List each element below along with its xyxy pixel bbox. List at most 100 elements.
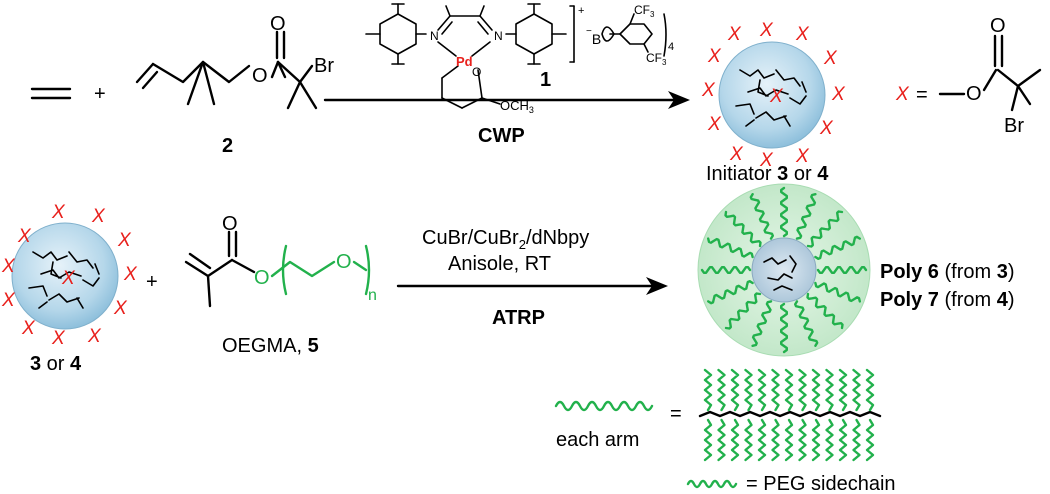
bromine-label-2: Br [314, 55, 334, 77]
x-group-bromine: Br [1004, 115, 1024, 137]
peg-sidechain [744, 418, 753, 462]
peg-sidechain-wave-legend [686, 479, 738, 489]
peg-sidechain [852, 418, 861, 462]
peg-sidechain [784, 418, 794, 462]
initiator-x-marks-top: X X X X X X X X X X X X X [701, 20, 846, 171]
star-arm [724, 292, 762, 330]
svg-text:X: X [823, 48, 838, 69]
svg-text:X: X [61, 268, 76, 289]
star-arm [814, 281, 861, 303]
peg-sidechain [730, 368, 740, 412]
svg-text:X: X [729, 144, 744, 165]
star-polymer [697, 183, 871, 357]
arm-wave-legend [554, 400, 654, 412]
star-arm [795, 193, 817, 240]
star-arm [806, 292, 844, 330]
star-arm [806, 210, 844, 248]
oegma-carbonyl-oxygen: O [222, 213, 238, 235]
catalyst-nitrogen-right: N [494, 29, 503, 43]
reaction-arrow-1 [323, 91, 690, 109]
svg-text:X: X [123, 264, 138, 285]
plus-sign-2: + [146, 271, 158, 293]
oegma-repeat-n: n [368, 287, 377, 304]
svg-text:X: X [701, 80, 716, 101]
reactant-3-or-4-label: 3 or 4 [30, 353, 82, 375]
svg-text:X: X [117, 230, 132, 251]
catalyst-methoxy: OCH3 [500, 98, 534, 115]
star-polymer-arms [700, 186, 868, 354]
counterion-count: 4 [668, 41, 674, 53]
star-arm [707, 280, 754, 305]
peg-sidechain [717, 368, 726, 412]
initiator-particle-bottom [11, 222, 119, 330]
counterion-cf3-bottom: CF3 [646, 51, 667, 67]
peg-sidechain [744, 368, 753, 412]
peg-sidechain [852, 368, 861, 412]
svg-text:X: X [769, 86, 784, 107]
star-arm [780, 186, 788, 238]
ethylene-structure [30, 87, 72, 100]
svg-text:X: X [113, 298, 128, 319]
star-arm [749, 193, 774, 240]
initiator-particle-top [718, 41, 826, 149]
svg-text:X: X [707, 46, 722, 67]
svg-text:X: X [759, 20, 774, 41]
peg-sidechain [757, 418, 767, 462]
catalyst-1-structure [365, 3, 567, 109]
svg-text:X: X [21, 318, 36, 339]
catalyst-palladium: Pd [456, 54, 473, 69]
peg-sidechain [703, 418, 713, 462]
counterion-cf3-top: CF3 [634, 3, 655, 19]
plus-sign-1: + [94, 83, 106, 105]
poly-6-label: Poly 6 (from 3) [880, 261, 1015, 283]
svg-text:X: X [759, 150, 774, 171]
svg-text:X: X [831, 84, 846, 105]
svg-text:X: X [1, 256, 16, 277]
counterion-aryl-structure [601, 13, 667, 57]
peg-sidechain [811, 418, 821, 462]
star-arm [707, 237, 754, 259]
initiator-label: Initiator 3 or 4 [706, 163, 829, 185]
peg-sidechain [771, 368, 780, 412]
svg-text:X: X [795, 146, 810, 167]
catalyst-charge: + [578, 5, 584, 17]
peg-sidechain [784, 368, 794, 412]
svg-text:X: X [51, 202, 66, 223]
peg-sidechain [811, 368, 821, 412]
star-arm [814, 235, 861, 260]
x-group-carbonyl-oxygen: O [990, 15, 1006, 37]
peg-sidechain [825, 418, 834, 462]
svg-text:X: X [17, 226, 32, 247]
svg-text:X: X [51, 328, 66, 349]
peg-sidechain [825, 368, 834, 412]
star-arm [816, 266, 868, 274]
oegma-structure [184, 230, 371, 308]
counterion-boron: −B [586, 26, 601, 47]
reaction-arrow-2 [396, 277, 668, 295]
x-group-structure [938, 34, 1042, 112]
star-arm [751, 300, 773, 347]
comonomer-2-structure [135, 30, 318, 110]
svg-text:X: X [819, 118, 834, 139]
oegma-ether-oxygen: O [336, 251, 352, 273]
x-group-ester-oxygen: O [966, 83, 982, 105]
svg-text:X: X [1, 290, 16, 311]
catalyst-1-number: 1 [540, 69, 551, 91]
each-arm-label: each arm [556, 429, 639, 451]
conditions-line-2: Anisole, RT [448, 253, 551, 275]
peg-sidechain [838, 368, 848, 412]
peg-sidechain [771, 418, 780, 462]
peg-sidechain [865, 418, 875, 462]
svg-text:X: X [91, 206, 106, 227]
bottlebrush-structure [698, 368, 882, 462]
poly-7-label: Poly 7 (from 4) [880, 289, 1015, 311]
svg-text:X: X [795, 24, 810, 45]
svg-text:X: X [87, 326, 102, 347]
carbonyl-oxygen-label: O [270, 13, 286, 35]
x-legend-symbol: X [895, 84, 910, 105]
catalyst-oxygen: O [472, 65, 481, 79]
peg-sidechain [717, 418, 726, 462]
peg-sidechain [757, 368, 767, 412]
ester-oxygen-label: O [252, 65, 268, 87]
